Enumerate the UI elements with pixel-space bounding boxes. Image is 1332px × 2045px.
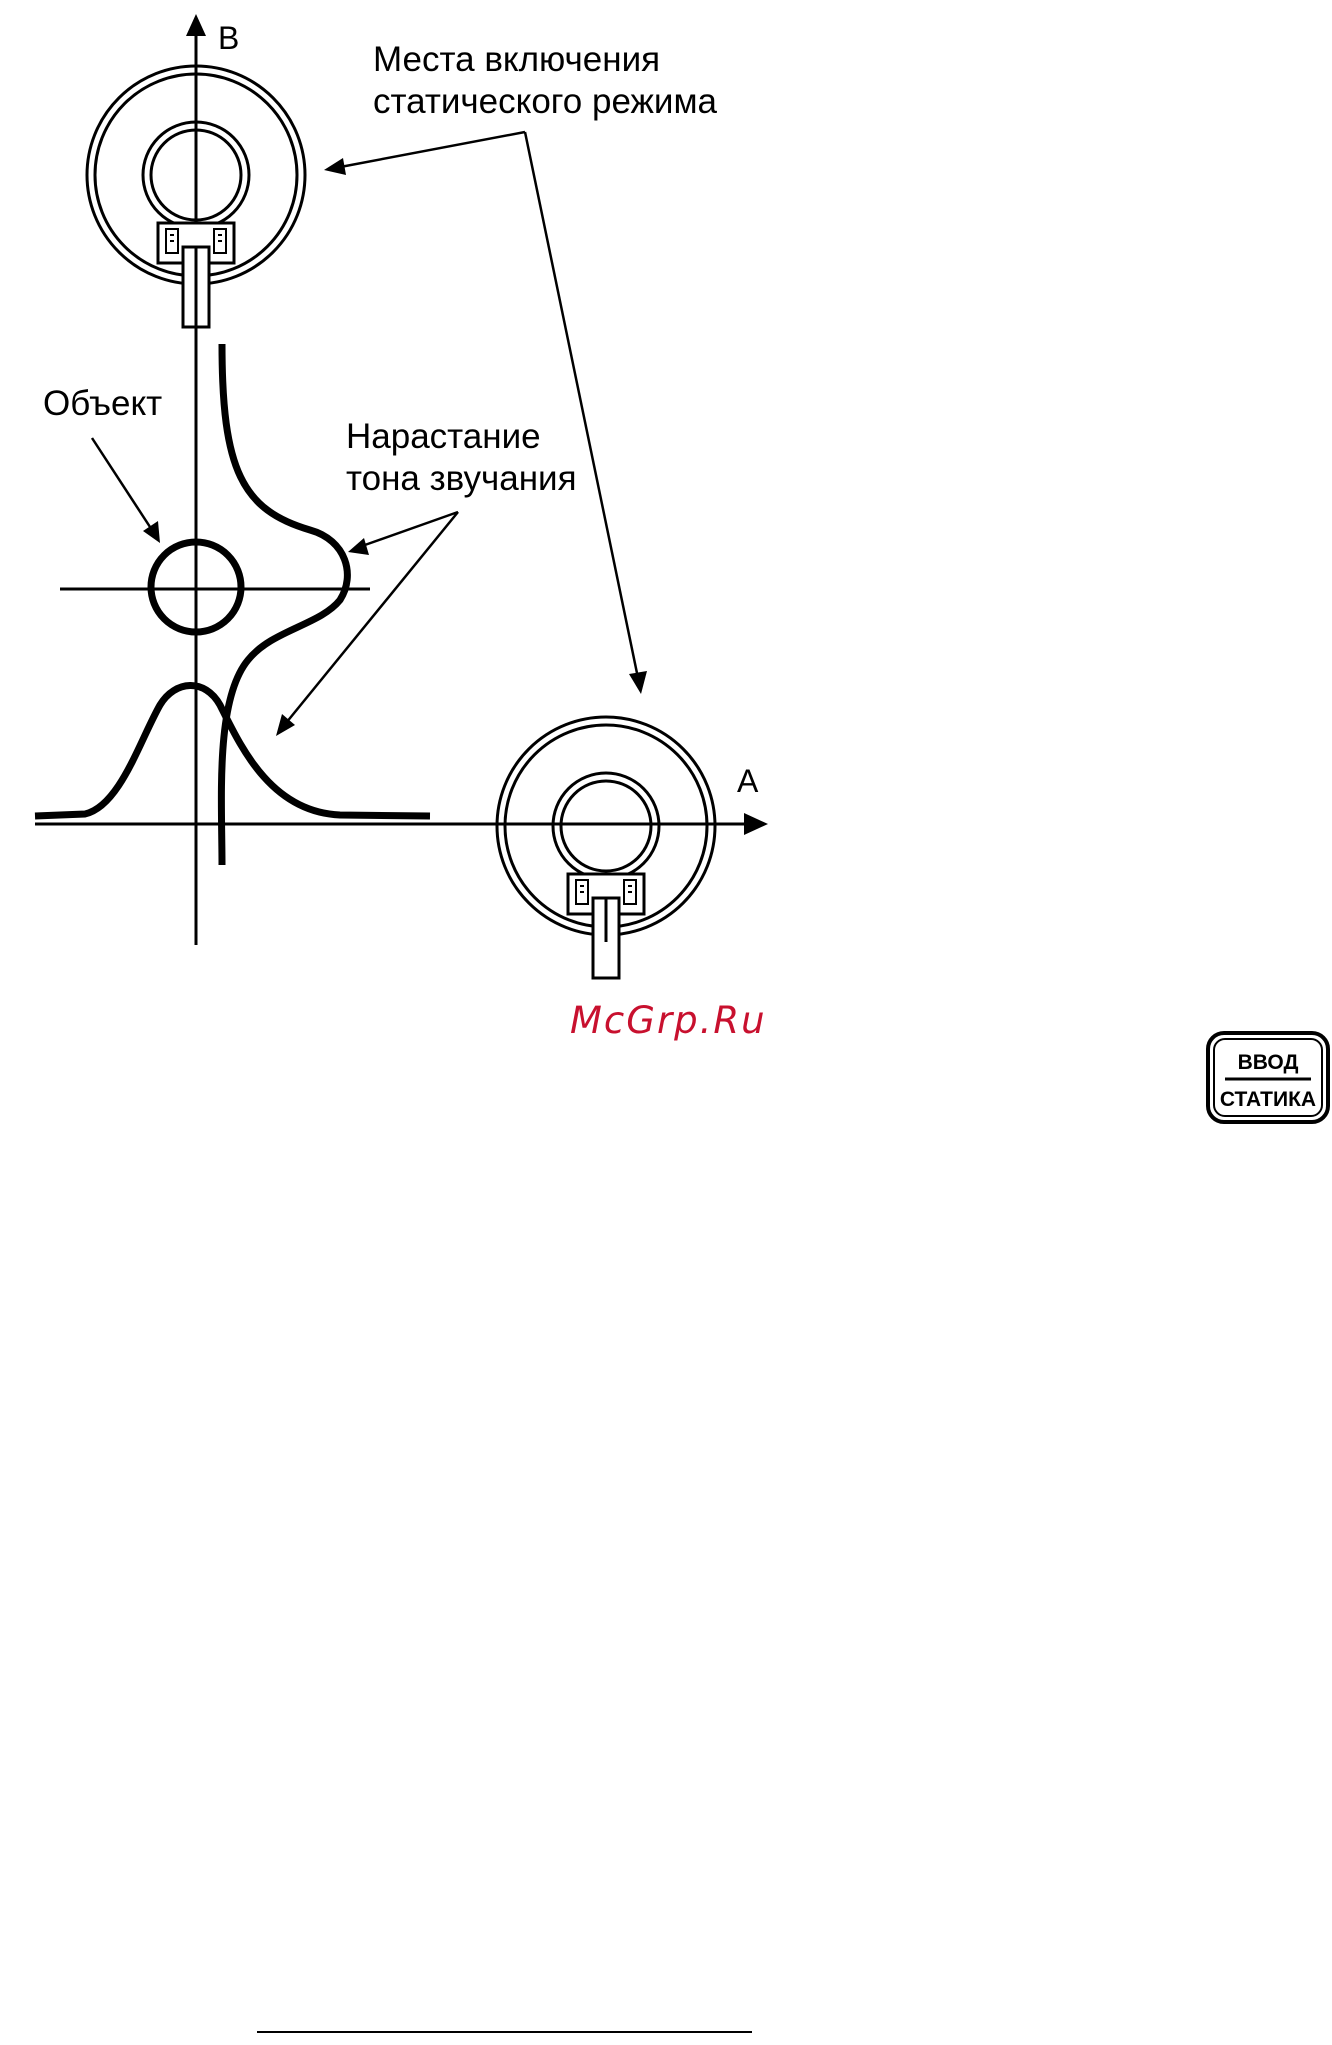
tone-curve-horizontal [35,685,430,816]
tone-rise-label-line1: Нарастание [346,417,541,456]
arrow-icon [525,132,638,678]
enter-static-button[interactable]: ВВОД СТАТИКА [1208,1033,1328,1122]
arrow-icon [92,438,152,530]
static-mode-label-line1: Места включения [373,40,660,79]
search-coil-icon [497,717,715,978]
object-label: Объект [43,384,162,423]
arrow-icon [629,671,647,694]
arrow-icon [143,521,160,543]
arrow-icon [335,132,525,168]
watermark-text: McGrp.Ru [570,999,767,1042]
horizontal-axis-arrow-icon [744,813,768,835]
static-mode-arrows [335,132,638,678]
arrow-icon [348,538,369,555]
axis-label-a: A [737,763,759,799]
axis-label-b: B [218,20,239,56]
tone-rise-label-line2: тона звучания [346,459,577,498]
vertical-axis-arrow-icon [186,14,206,36]
button-bottom-label: СТАТИКА [1220,1088,1316,1111]
static-mode-label-line2: статического режима [373,82,718,121]
button-top-label: ВВОД [1238,1051,1299,1074]
arrow-icon [324,158,346,175]
